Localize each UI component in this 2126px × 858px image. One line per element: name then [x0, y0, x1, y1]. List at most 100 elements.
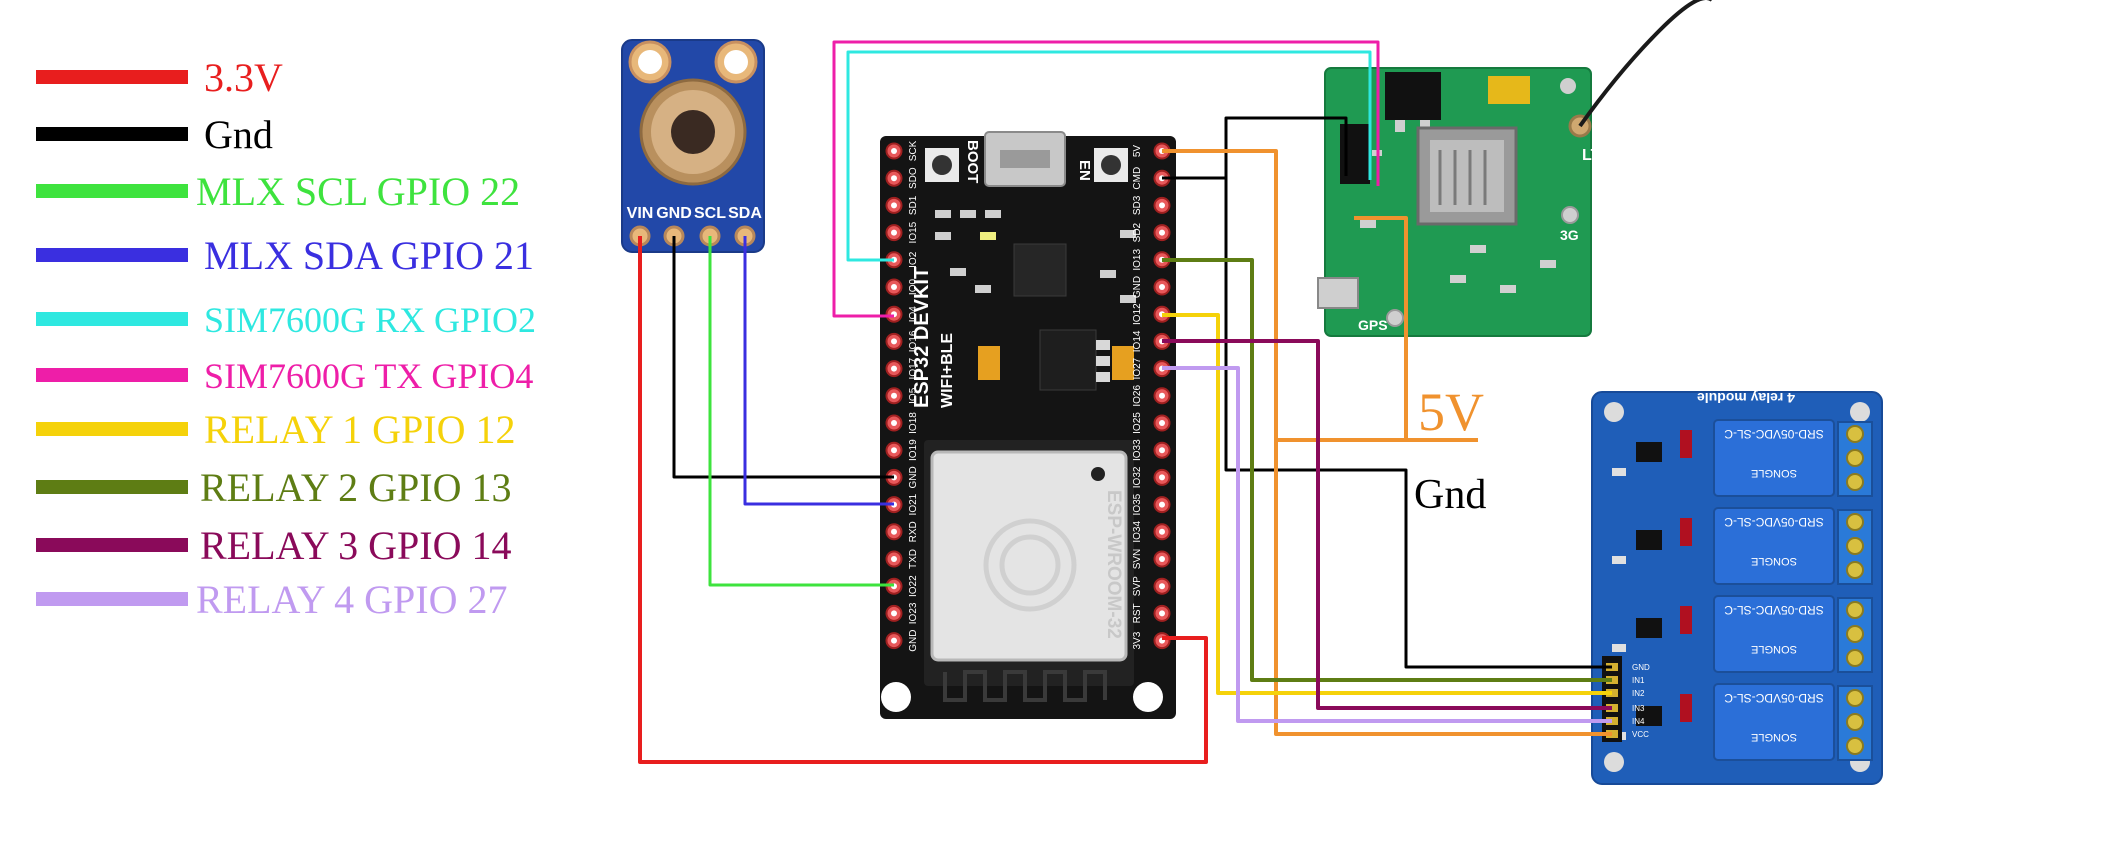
annotation-5v: 5V — [1418, 382, 1484, 442]
pin-hole — [891, 392, 897, 399]
legend-label: 3.3V — [204, 55, 283, 100]
smd-part — [1612, 556, 1626, 564]
wires — [638, 40, 1612, 764]
terminal-screw — [1846, 649, 1864, 667]
relay-coil — [1713, 683, 1835, 761]
esp32-left-pin-label: IO16 — [908, 330, 919, 352]
pin-hole — [1159, 447, 1165, 454]
mlx-pin-label-gnd: GND — [656, 205, 692, 222]
esp32-left-pin-label: GND — [908, 629, 919, 651]
terminal-screw — [1846, 537, 1864, 555]
esp32-right-pin-label: SVP — [1132, 576, 1143, 596]
legend-swatch — [36, 422, 188, 436]
esp32-left-pin-label: SCK — [908, 140, 919, 161]
mlx-pin-label-scl: SCL — [694, 205, 726, 222]
esp32-right-pin-label: IO26 — [1132, 385, 1143, 407]
esp32-left-pin-label: SD1 — [908, 195, 919, 215]
esp32-left-pin-label: IO17 — [908, 357, 919, 379]
mounting-hole — [1133, 682, 1163, 712]
legend-label: RELAY 4 GPIO 27 — [196, 577, 508, 622]
wire-gnd-relay — [1224, 178, 1612, 669]
terminal-screw — [1846, 713, 1864, 731]
legend-label: MLX SDA GPIO 21 — [204, 233, 535, 278]
wire-relay2 — [1162, 258, 1612, 682]
pin-hole — [1159, 528, 1165, 535]
esp32-right-pin-label: SD2 — [1132, 222, 1143, 242]
terminal-screw — [1846, 737, 1864, 755]
esp32-left-pin-label: IO0 — [908, 279, 919, 296]
esp32-right-pin-label: IO25 — [1132, 412, 1143, 434]
legend-swatch — [36, 184, 188, 198]
relay-part-label: SRD-05VDC-SL-C — [1724, 603, 1824, 617]
wire-3v3 — [638, 236, 1208, 764]
relay-brand-label: SONGLE — [1751, 467, 1797, 479]
pin-hole — [891, 284, 897, 290]
sim-regulator — [1385, 72, 1441, 120]
relay-coil — [1713, 507, 1835, 585]
legend-swatch — [36, 70, 188, 84]
relay-part-label: SRD-05VDC-SL-C — [1724, 515, 1824, 529]
esp32-right-pin-label: RST — [1132, 603, 1143, 623]
pin-hole — [1159, 583, 1165, 590]
mlx-pin-label-sda: SDA — [728, 205, 762, 222]
pin-hole — [891, 338, 897, 345]
legend-label: RELAY 3 GPIO 14 — [200, 523, 512, 568]
wire-gnd-mlx — [672, 236, 894, 479]
esp-wroom-label: ESP-WROOM-32 — [1103, 490, 1124, 639]
wire-rx — [846, 50, 1372, 262]
legend-swatch — [36, 480, 188, 494]
relay-board: 4 relay module SRD-05VDC-SL-CSONGLESRD-0… — [1591, 390, 1883, 785]
relay-input-pin-label: IN1 — [1632, 676, 1645, 685]
esp32-right-pin-label: 3V3 — [1132, 631, 1143, 649]
relay-input-pin-label: VCC — [1632, 730, 1649, 739]
smd-part — [1612, 468, 1626, 476]
legend-label: RELAY 2 GPIO 13 — [200, 465, 512, 510]
relay-input-pin-label: IN3 — [1632, 704, 1645, 713]
esp32-right-pin-label: IO32 — [1132, 466, 1143, 488]
esp32-right-pin-label: IO14 — [1132, 330, 1143, 352]
relay-input-pin-label: GND — [1632, 663, 1650, 672]
relay-diode — [1680, 694, 1692, 722]
esp32-left-pin-label: IO18 — [908, 412, 919, 434]
wire-5v-relay — [1274, 440, 1612, 736]
legend-swatch — [36, 312, 188, 326]
legend-swatch — [36, 538, 188, 552]
wire-5v — [1162, 149, 1478, 442]
relay-part-label: SRD-05VDC-SL-C — [1724, 427, 1824, 441]
esp32-left-pin-label: IO15 — [908, 221, 919, 243]
esp32-left-pin-label: RXD — [908, 521, 919, 542]
pin-hole — [891, 148, 897, 154]
wire-relay3 — [1162, 339, 1612, 710]
relay-diode — [1680, 606, 1692, 634]
wire-tx — [832, 40, 1380, 318]
esp32-right-pin-label: IO35 — [1132, 493, 1143, 515]
sim-usb-port — [1317, 277, 1359, 309]
pin-hole — [1159, 501, 1165, 508]
relay-brand-label: SONGLE — [1751, 731, 1797, 743]
pin-hole — [891, 556, 897, 562]
pin-hole — [1159, 556, 1165, 562]
legend-label: SIM7600G TX GPIO4 — [204, 356, 534, 396]
relay-unit: SRD-05VDC-SL-C SONGLE — [1612, 419, 1873, 497]
legend-label: Gnd — [204, 112, 273, 157]
esp32-right-pin-label: IO12 — [1132, 303, 1143, 325]
esp32-left-pin-label: IO22 — [908, 575, 919, 597]
pin-hole — [891, 365, 897, 372]
3g-label: 3G — [1560, 227, 1579, 243]
wire-sda — [743, 236, 894, 506]
pin-hole — [891, 229, 897, 236]
esp32-left-pin-label: SDO — [908, 167, 919, 189]
esp32-right-pin-label: SVN — [1132, 549, 1143, 570]
esp32-left-pin-label: TXD — [908, 549, 919, 569]
esp32-left-pin-label: GND — [908, 466, 919, 488]
pin-hole — [891, 420, 897, 426]
legend-label: SIM7600G RX GPIO2 — [204, 300, 537, 340]
pin-hole — [891, 610, 897, 617]
legend-label: MLX SCL GPIO 22 — [196, 169, 521, 214]
pin-hole — [1159, 474, 1165, 481]
mlx-sensor-board: VIN GND SCL SDA — [621, 39, 765, 253]
esp32-left-pin-label: IO5 — [908, 387, 919, 404]
sim7600-board: LTE 3G GPS — [1317, 0, 1712, 337]
antenna-cable — [1578, 0, 1712, 128]
legend-swatch — [36, 592, 188, 606]
